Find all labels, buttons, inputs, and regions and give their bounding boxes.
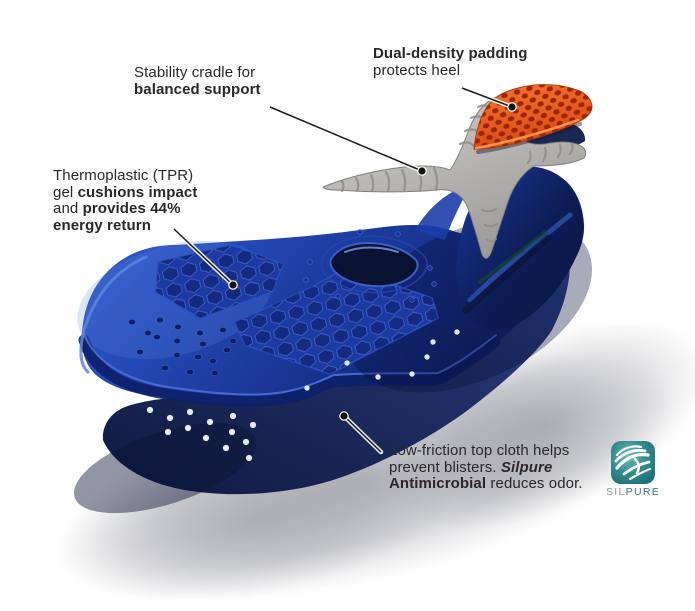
- silpure-swirl-icon: [611, 441, 655, 484]
- callout-top-cloth-line2: prevent blisters. Silpure: [389, 458, 553, 476]
- top-cloth-leader-line: [343, 415, 382, 453]
- callout-stability-line1: Stability cradle for: [134, 64, 256, 81]
- gel-layer: [77, 166, 593, 407]
- dual-density-leader-line: [461, 87, 513, 108]
- callout-tpr-line4: energy return: [53, 216, 151, 234]
- tpr-leader-line: [173, 228, 234, 286]
- callout-dual-density-line1: Dual-density padding: [373, 45, 528, 62]
- stability-leader-line: [269, 106, 423, 172]
- callout-top-cloth-line3: Antimicrobial reduces odor.: [389, 475, 583, 492]
- stability-leader-dot: [417, 166, 427, 176]
- callout-tpr-line3: and provides 44%: [53, 200, 181, 217]
- bottom-layer-perforations: [146, 406, 257, 462]
- callout-lines: [171, 85, 517, 455]
- callout-tpr-gel: Thermoplastic (TPR) gel cushions impact …: [53, 167, 198, 234]
- arch-support-pod: [303, 229, 437, 303]
- gel-layer-perforations: [128, 316, 237, 377]
- callout-dual-density: Dual-density padding protects heel: [373, 45, 528, 79]
- callout-top-cloth-line1: Low-friction top cloth helps: [389, 442, 570, 459]
- silpure-logo-text: SILPURE: [605, 486, 661, 498]
- silpure-logo: SILPURE: [604, 440, 662, 498]
- callout-top-cloth: Low-friction top cloth helps prevent bli…: [389, 442, 583, 493]
- bottom-cloth-layer: [73, 245, 570, 514]
- top-cloth-leader-dot: [339, 411, 349, 421]
- callout-stability: Stability cradle for balanced support: [134, 64, 261, 98]
- heel-pad: [473, 84, 593, 154]
- callout-tpr-line1: Thermoplastic (TPR): [53, 167, 194, 184]
- ground-shadow: [52, 319, 695, 603]
- callout-stability-line2: balanced support: [134, 80, 261, 98]
- callout-dual-density-line2: protects heel: [373, 61, 461, 79]
- tpr-leader-dot: [228, 280, 238, 290]
- midfoot-perforations: [304, 329, 460, 391]
- honeycomb-panel-front: [155, 244, 284, 319]
- callout-tpr-line2: gel cushions impact: [53, 183, 198, 201]
- honeycomb-panel-center: [234, 267, 439, 375]
- dual-density-leader-dot: [507, 102, 517, 112]
